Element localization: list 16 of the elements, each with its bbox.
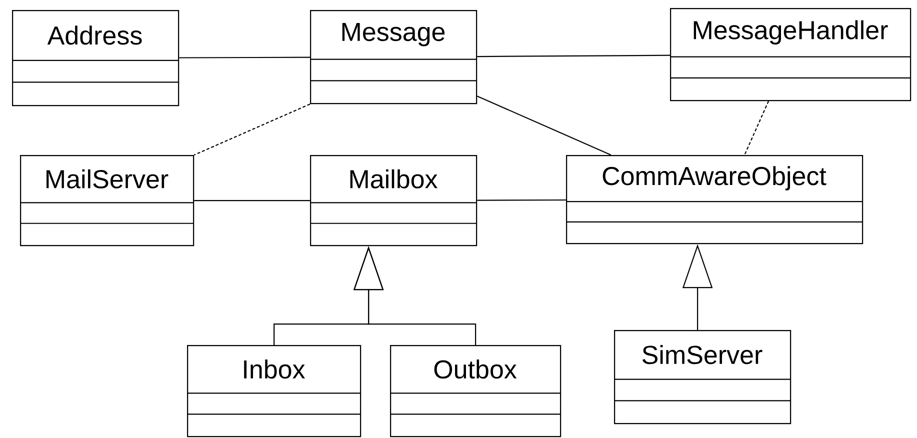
- class-box: Mailbox: [310, 154, 478, 246]
- association-line: [179, 56, 310, 58]
- class-box: CommAwareObject: [566, 154, 864, 244]
- association-line: [477, 199, 566, 201]
- class-box: Inbox: [187, 344, 362, 438]
- association-line: [477, 54, 670, 58]
- association-line: [744, 100, 770, 156]
- class-box: SimServer: [614, 330, 792, 424]
- class-box: Message: [310, 10, 478, 104]
- association-line: [194, 200, 310, 202]
- association-line: [476, 96, 612, 156]
- class-box: MailServer: [20, 154, 194, 246]
- class-box: Outbox: [390, 344, 562, 438]
- association-line: [194, 104, 310, 156]
- class-box: MessageHandler: [670, 8, 912, 102]
- class-box: Address: [12, 10, 180, 106]
